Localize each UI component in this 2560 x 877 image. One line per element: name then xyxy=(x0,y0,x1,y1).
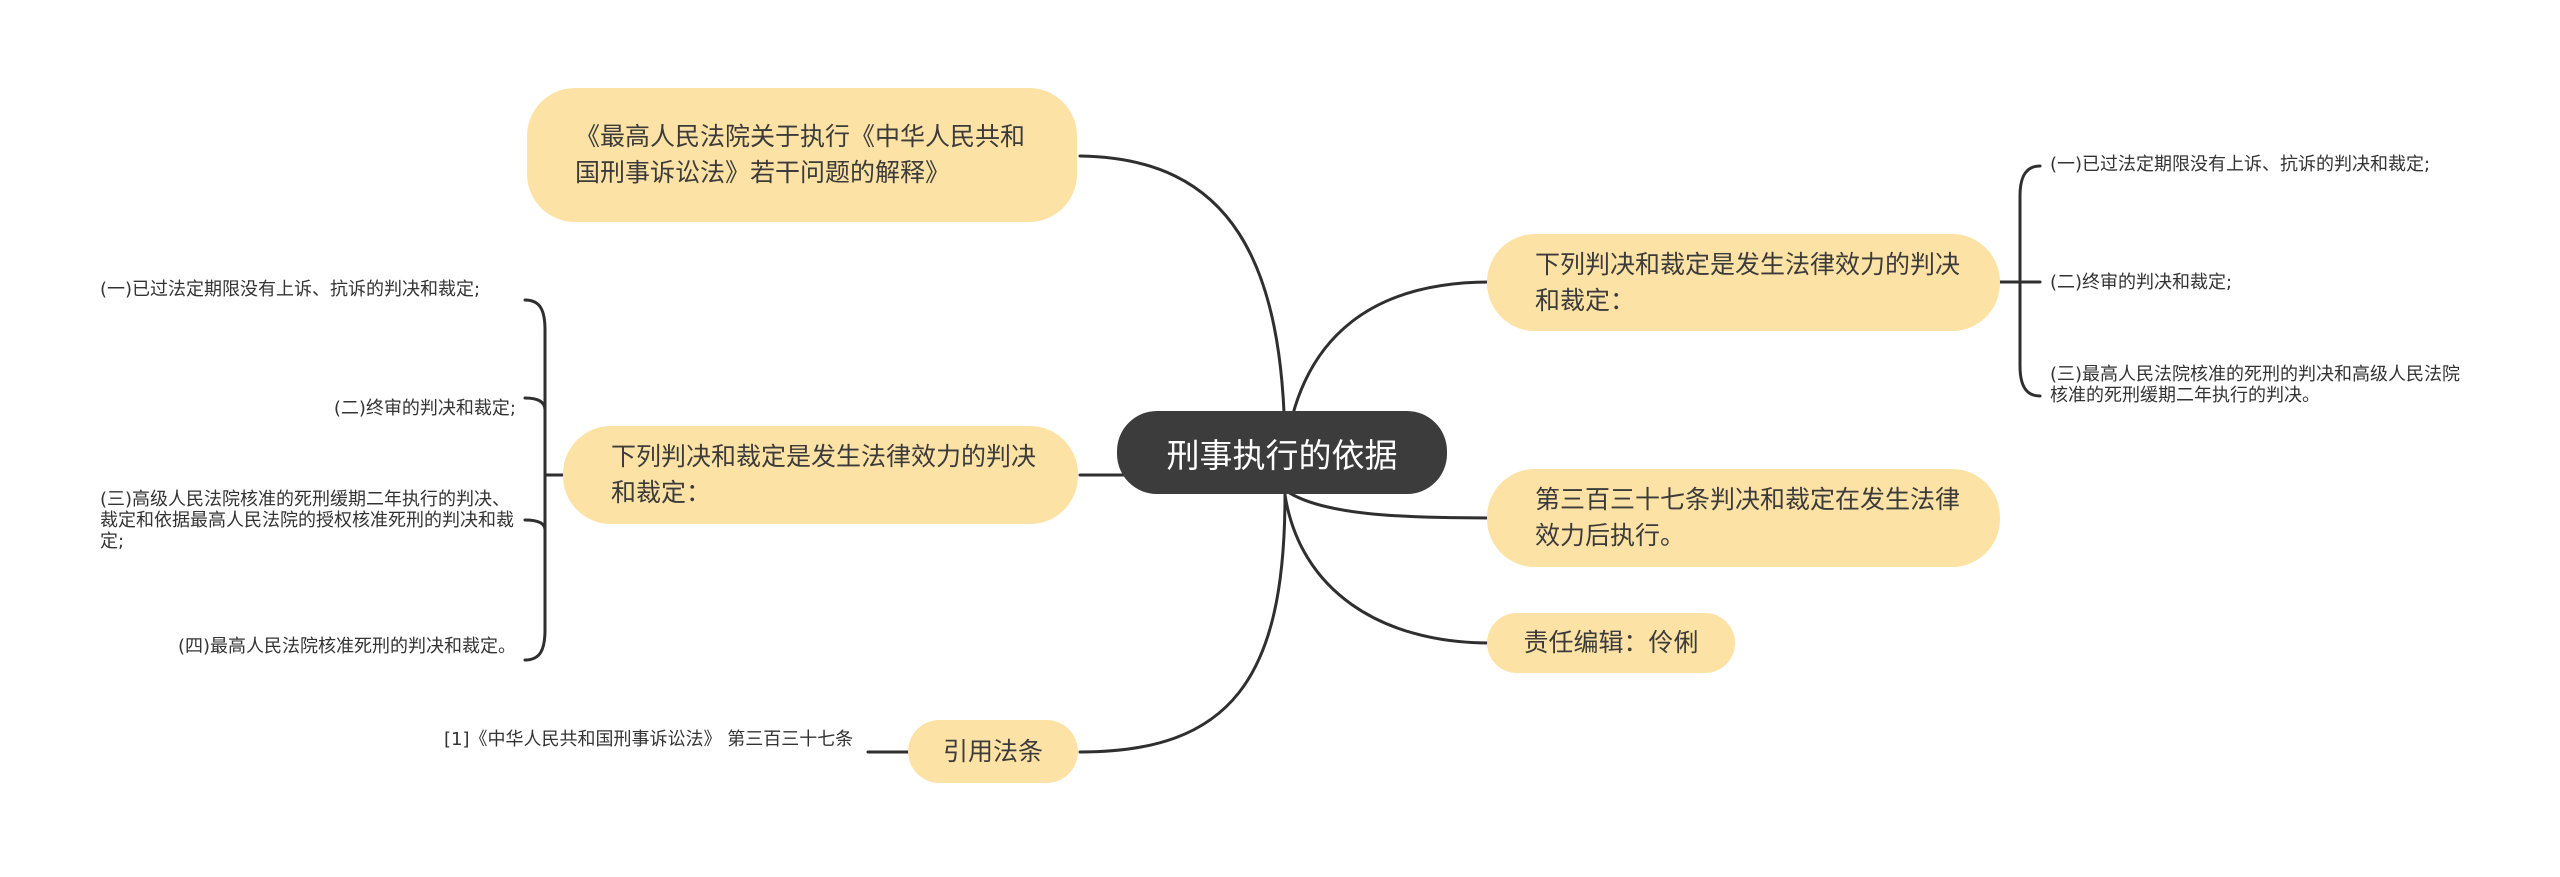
left-item-4-text: (四)最高人民法院核准死刑的判决和裁定。 xyxy=(177,636,516,657)
topic-citation-label: 引用法条 xyxy=(942,736,1043,766)
left-item-3[interactable]: (三)高级人民法院核准的死刑缓期二年执行的判决、裁定和依据最高人民法院的授权核准… xyxy=(100,489,520,552)
topic-citation[interactable]: 引用法条 xyxy=(908,720,1078,783)
link-root-editor xyxy=(1283,493,1492,645)
citation-item[interactable]: [1]《中华人民共和国刑事诉讼法》 第三百三十七条 xyxy=(444,729,864,750)
right-item-2-text: (二)终审的判决和裁定; xyxy=(2050,272,2233,293)
topic-article[interactable]: 第三百三十七条判决和裁定在发生法律效力后执行。 xyxy=(1487,469,2000,567)
topic-interpretation-label: 《最高人民法院关于执行《中华人民共和国刑事诉讼法》若干问题的解释》 xyxy=(575,122,1026,187)
left-item-1[interactable]: (一)已过法定期限没有上诉、抗诉的判决和裁定; xyxy=(100,279,520,300)
root-title: 刑事执行的依据 xyxy=(1166,435,1398,475)
right-item-3-text: (三)最高人民法院核准的死刑的判决和高级人民法院核准的死刑缓期二年执行的判决。 xyxy=(2050,364,2461,406)
topic-left-effective[interactable]: 下列判决和裁定是发生法律效力的判决和裁定： xyxy=(563,426,1078,524)
topic-editor[interactable]: 责任编辑：伶俐 xyxy=(1487,613,1735,673)
left-item-2[interactable]: (二)终审的判决和裁定; xyxy=(100,398,516,419)
root-topic[interactable]: 刑事执行的依据 xyxy=(1117,411,1447,494)
left-item-2-text: (二)终审的判决和裁定; xyxy=(333,398,516,419)
right-item-3[interactable]: (三)最高人民法院核准的死刑的判决和高级人民法院核准的死刑缓期二年执行的判决。 xyxy=(2050,364,2470,406)
topic-editor-label: 责任编辑：伶俐 xyxy=(1523,628,1699,657)
right-item-1[interactable]: (一)已过法定期限没有上诉、抗诉的判决和裁定; xyxy=(2050,154,2470,175)
right-item-1-text: (一)已过法定期限没有上诉、抗诉的判决和裁定; xyxy=(2050,154,2431,175)
link-left-item-2 xyxy=(523,396,547,412)
link-root-citation xyxy=(1078,493,1287,754)
topic-right-effective[interactable]: 下列判决和裁定是发生法律效力的判决和裁定： xyxy=(1487,234,2000,331)
left-item-4[interactable]: (四)最高人民法院核准死刑的判决和裁定。 xyxy=(100,636,516,657)
left-item-1-text: (一)已过法定期限没有上诉、抗诉的判决和裁定; xyxy=(100,279,481,300)
right-item-2[interactable]: (二)终审的判决和裁定; xyxy=(2050,272,2470,293)
topic-left-effective-label: 下列判决和裁定是发生法律效力的判决和裁定： xyxy=(611,442,1037,507)
topic-right-effective-label: 下列判决和裁定是发生法律效力的判决和裁定： xyxy=(1535,249,1961,315)
link-left-bracket xyxy=(523,298,547,662)
left-item-3-text: (三)高级人民法院核准的死刑缓期二年执行的判决、裁定和依据最高人民法院的授权核准… xyxy=(100,489,514,552)
topic-interpretation[interactable]: 《最高人民法院关于执行《中华人民共和国刑事诉讼法》若干问题的解释》 xyxy=(527,88,1077,222)
citation-item-text: [1]《中华人民共和国刑事诉讼法》 第三百三十七条 xyxy=(444,729,854,750)
link-left-item-3 xyxy=(523,518,547,532)
link-root-right-effective xyxy=(1283,280,1492,457)
topic-article-label: 第三百三十七条判决和裁定在发生法律效力后执行。 xyxy=(1535,485,1961,550)
link-root-interpretation xyxy=(1078,154,1287,457)
link-root-article xyxy=(1283,488,1492,520)
